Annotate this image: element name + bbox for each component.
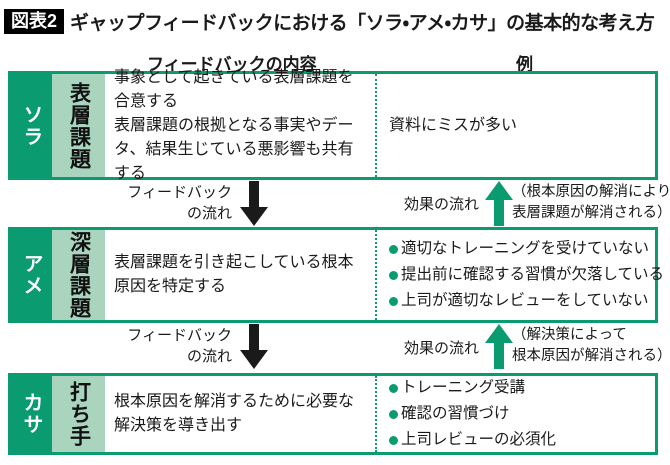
effect-flow-label: 効果の流れ <box>403 340 479 357</box>
figure-title: ギャップフィードバックにおける「ソラ・アメ・カサ」の基本的な考え方 <box>70 13 655 34</box>
row-sora-sublabel: 表層課題 <box>52 74 105 177</box>
row-ame-label: アメ <box>11 230 52 320</box>
bullet-icon <box>389 270 398 280</box>
example-bullet: トレーニング受講 <box>389 375 651 401</box>
bullet-icon <box>389 409 398 419</box>
effect-flow-label: 効果の流れ <box>403 196 479 213</box>
feedback-flow-label: フィードバック の流れ <box>80 182 232 224</box>
bullet-icon <box>389 296 398 306</box>
figure-title-bar: 図表2 ギャップフィードバックにおける「ソラ・アメ・カサ」の基本的な考え方 <box>4 8 670 35</box>
row-sora-content: 事象として起きている表層課題を合意する 表層課題の根拠となる事実やデータ、結果生… <box>105 69 375 182</box>
arrow-up-icon <box>484 324 514 369</box>
feedback-flow-label: フィードバック の流れ <box>80 325 232 367</box>
column-header-example: 例 <box>516 55 533 74</box>
bullet-text: 上司が適切なレビューをしていない <box>401 292 649 309</box>
example-bullet: 適切なトレーニングを受けていない <box>389 236 664 262</box>
row-ame-example: 適切なトレーニングを受けていない 提出前に確認する習慣が欠落している 上司が適切… <box>375 230 668 320</box>
row-kasa-label: カサ <box>11 376 52 452</box>
content-paragraph: 表層課題の根拠となる事実やデータ、結果生じている悪影響も共有する <box>114 116 354 182</box>
bullet-text: トレーニング受講 <box>401 379 526 396</box>
bullet-icon <box>389 383 398 393</box>
effect-note-line2: 根本原因が解消される） <box>512 348 670 364</box>
bullet-text: 上司レビューの必須化 <box>401 431 557 448</box>
example-bullet-list: 適切なトレーニングを受けていない 提出前に確認する習慣が欠落している 上司が適切… <box>389 236 664 314</box>
example-bullet-list: トレーニング受講 確認の習慣づけ 上司レビューの必須化 <box>389 375 651 453</box>
column-header-feedback-content: フィードバックの内容 <box>147 55 317 74</box>
row-ame-content: 表層課題を引き起こしている根本原因を特定する <box>105 230 375 320</box>
bullet-text: 適切なトレーニングを受けていない <box>401 240 650 257</box>
row-ame-sublabel: 深層課題 <box>52 230 105 320</box>
flow-gap-2: フィードバック の流れ 効果の流れ （解決策によって 根本原因が解消される） <box>0 323 670 373</box>
feedback-flow-line2: の流れ <box>186 348 232 365</box>
arrow-down-icon <box>239 324 269 369</box>
example-bullet: 確認の習慣づけ <box>389 401 651 427</box>
row-kasa-content: 根本原因を解消するために必要な解決策を導き出す <box>105 376 375 452</box>
example-bullet: 上司レビューの必須化 <box>389 427 651 453</box>
row-kasa: カサ 打ち手 根本原因を解消するために必要な解決策を導き出す トレーニング受講 … <box>8 373 658 455</box>
example-bullet: 上司が適切なレビューをしていない <box>389 288 664 314</box>
content-paragraph: 表層課題を引き起こしている根本原因を特定する <box>114 254 354 295</box>
bullet-text: 確認の習慣づけ <box>401 405 510 422</box>
arrow-up-icon <box>484 181 514 226</box>
example-bullet: 提出前に確認する習慣が欠落している <box>389 262 664 288</box>
example-text: 資料にミスが多い <box>389 116 518 134</box>
bullet-text: 提出前に確認する習慣が欠落している <box>401 266 665 283</box>
figure-number-badge: 図表2 <box>4 8 65 35</box>
row-ame: アメ 深層課題 表層課題を引き起こしている根本原因を特定する 適切なトレーニング… <box>8 227 664 323</box>
flow-gap-1: フィードバック の流れ 効果の流れ （根本原因の解消により、 表層課題が解消され… <box>0 180 670 227</box>
effect-flow-note: （解決策によって 根本原因が解消される） <box>512 325 670 367</box>
row-sora-example: 資料にミスが多い <box>375 74 655 177</box>
feedback-flow-line1: フィードバック <box>127 184 232 201</box>
row-kasa-example: トレーニング受講 確認の習慣づけ 上司レビューの必須化 <box>375 376 655 452</box>
feedback-flow-line1: フィードバック <box>127 327 232 344</box>
content-paragraph: 根本原因を解消するために必要な解決策を導き出す <box>114 393 355 434</box>
effect-flow-note: （根本原因の解消により、 表層課題が解消される） <box>512 182 670 224</box>
row-kasa-sublabel: 打ち手 <box>52 376 105 452</box>
row-sora-label: ソラ <box>11 74 52 177</box>
arrow-down-icon <box>239 181 269 226</box>
effect-note-line1: （解決策によって <box>512 327 627 343</box>
bullet-icon <box>389 244 398 254</box>
feedback-flow-line2: の流れ <box>186 205 232 222</box>
bullet-icon <box>389 435 398 445</box>
effect-note-line1: （根本原因の解消により、 <box>512 184 670 200</box>
content-paragraph: 事象として起きている表層課題を合意する <box>114 68 354 110</box>
row-sora: ソラ 表層課題 事象として起きている表層課題を合意する 表層課題の根拠となる事実… <box>8 69 658 182</box>
effect-note-line2: 表層課題が解消される） <box>512 205 670 221</box>
